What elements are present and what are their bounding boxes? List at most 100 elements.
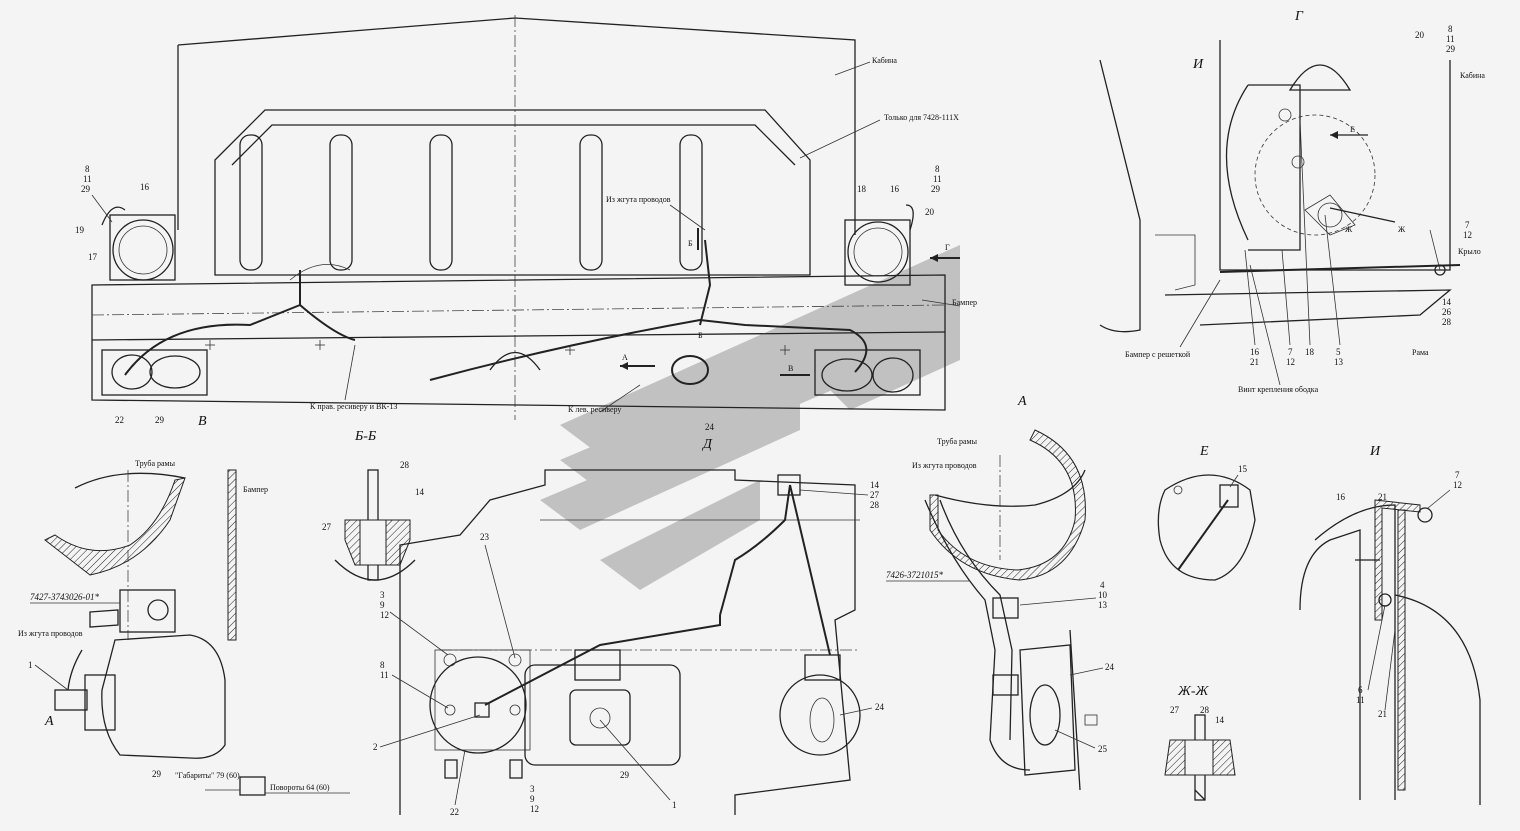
svg-text:29: 29 [81,184,91,194]
label-rim-screw: Винт крепления ободка [1238,385,1319,394]
view-bb-section: Б-Б 28 14 27 [322,429,425,581]
label-gabarity: "Габариты" 79 (60) [175,771,240,780]
svg-text:7: 7 [1465,220,1470,230]
view-label-d: Д [701,437,713,452]
svg-text:1: 1 [28,660,33,670]
svg-text:11: 11 [380,670,389,680]
svg-text:27: 27 [322,522,332,532]
view-label-zz: Ж-Ж [1177,684,1209,699]
view-i-detail: И 16 21 712 611 21 [1299,444,1481,805]
section-mark-e: Е [1350,125,1355,134]
label-frame-tube: Труба рамы [135,459,176,468]
svg-text:29: 29 [1446,44,1456,54]
label-cabin-right: Кабина [1460,71,1485,80]
label-from-harness-left: Из жгута проводов [18,629,83,638]
svg-text:29: 29 [152,769,162,779]
view-label-i-mark: И [1192,57,1204,72]
svg-text:16: 16 [1250,347,1260,357]
svg-text:18: 18 [1305,347,1315,357]
svg-text:4: 4 [1100,580,1105,590]
svg-text:12: 12 [1286,357,1295,367]
svg-text:24: 24 [875,702,885,712]
view-label-v: В [198,414,207,429]
svg-text:3: 3 [530,784,535,794]
svg-text:29: 29 [620,770,630,780]
section-mark-a: А [622,353,628,362]
svg-text:11: 11 [83,174,92,184]
view-label-bb: Б-Б [354,429,376,444]
svg-text:13: 13 [1334,357,1344,367]
view-v-detail: Труба рамы Бампер 7427-3743026-01* Из жг… [18,459,350,796]
svg-text:17: 17 [88,252,98,262]
section-mark-g: Г [945,243,950,252]
svg-text:11: 11 [1446,34,1455,44]
svg-text:26: 26 [1442,307,1452,317]
svg-text:28: 28 [1442,317,1452,327]
svg-text:20: 20 [1415,30,1425,40]
svg-text:8: 8 [85,164,90,174]
svg-text:15: 15 [1238,464,1248,474]
svg-text:3: 3 [380,590,385,600]
part-7427: 7427-3743026-01* [30,592,99,602]
view-label-e: Е [1199,444,1209,459]
svg-text:19: 19 [75,225,85,235]
svg-text:14: 14 [870,480,880,490]
svg-text:8: 8 [935,164,940,174]
svg-text:24: 24 [1105,662,1115,672]
svg-text:14: 14 [415,487,425,497]
svg-text:12: 12 [530,804,539,814]
label-bumper-grille: Бампер с решеткой [1125,350,1191,359]
svg-text:5: 5 [1336,347,1341,357]
svg-text:27: 27 [1170,705,1180,715]
label-povoroty: Повороты 64 (60) [270,783,330,792]
svg-text:9: 9 [530,794,535,804]
svg-text:23: 23 [480,532,490,542]
view-zz-section: Ж-Ж 27 28 14 [1164,684,1236,801]
section-mark-zh: Ж [1345,225,1353,234]
svg-text:16: 16 [1336,492,1346,502]
label-from-harness: Из жгута проводов [606,195,671,204]
svg-text:25: 25 [1098,744,1108,754]
svg-text:27: 27 [870,490,880,500]
svg-text:28: 28 [870,500,880,510]
view-label-g: Г [1294,9,1304,24]
view-label-i: И [1369,444,1381,459]
svg-text:29: 29 [155,415,165,425]
label-only-7428: Только для 7428-111Х [884,113,959,122]
svg-text:16: 16 [140,182,150,192]
svg-text:12: 12 [1463,230,1472,240]
svg-text:16: 16 [890,184,900,194]
svg-text:11: 11 [933,174,942,184]
svg-text:6: 6 [1358,685,1363,695]
svg-text:28: 28 [400,460,410,470]
svg-text:21: 21 [1378,492,1387,502]
main-front-view: Б Б А В Г Кабина Только для 7428-111Х Из… [75,15,977,452]
svg-text:9: 9 [380,600,385,610]
svg-text:Ж: Ж [1398,225,1406,234]
svg-text:8: 8 [1448,24,1453,34]
svg-text:7: 7 [1288,347,1293,357]
svg-text:1: 1 [672,800,677,810]
svg-text:24: 24 [705,422,715,432]
section-mark-a-left: А [44,714,54,729]
svg-text:22: 22 [450,807,459,817]
svg-text:20: 20 [925,207,935,217]
svg-text:7: 7 [1455,470,1460,480]
label-frame-tube-a: Труба рамы [937,437,978,446]
view-e-detail: Е 15 [1157,444,1256,581]
view-label-a: А [1017,394,1027,409]
svg-text:12: 12 [1453,480,1462,490]
svg-text:14: 14 [1215,715,1225,725]
label-bumper-lower: Бампер [243,485,268,494]
label-to-left-receiver: К лев. ресиверу [568,405,621,414]
view-a-detail: А Труба рамы Из жгута проводов 7426-3721… [886,394,1115,791]
watermark-logo [540,245,960,590]
svg-text:12: 12 [380,610,389,620]
svg-text:8: 8 [380,660,385,670]
svg-text:22: 22 [115,415,124,425]
svg-text:21: 21 [1378,709,1387,719]
section-mark-b: Б [688,239,693,248]
